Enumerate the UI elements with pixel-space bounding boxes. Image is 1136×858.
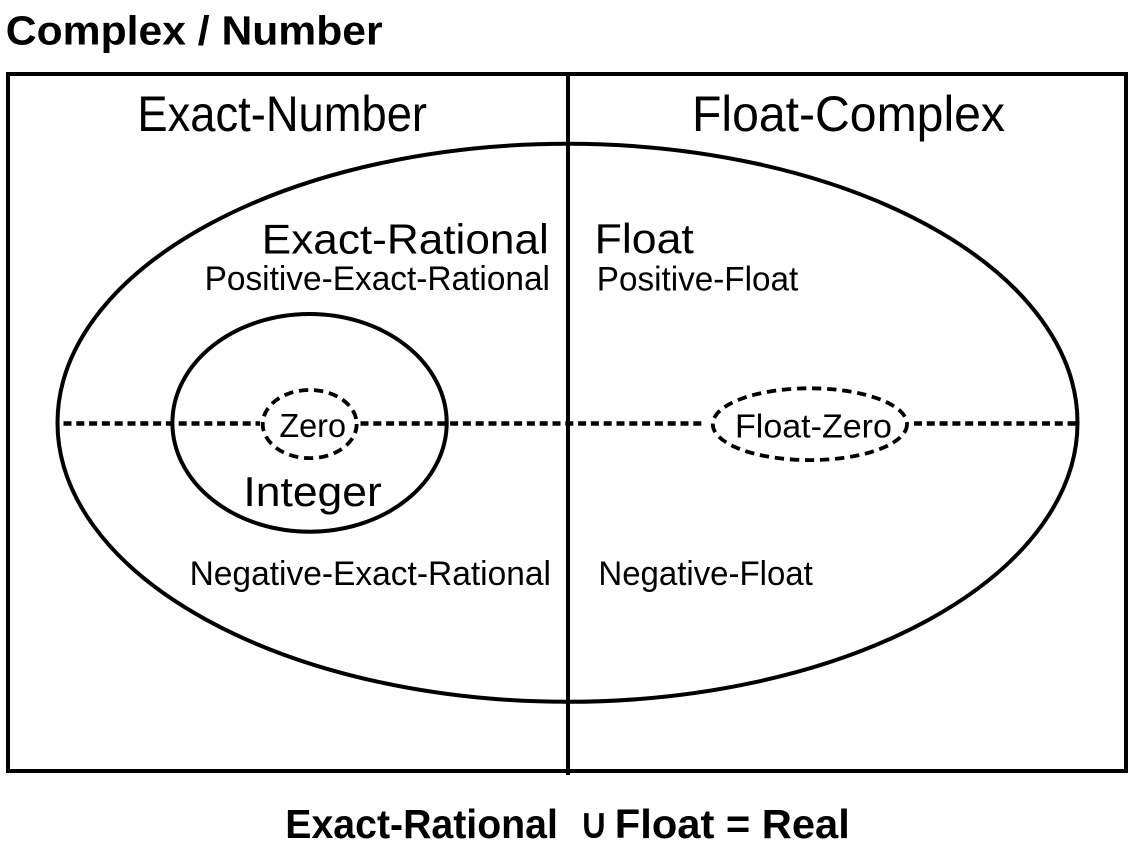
svg-text:Float-Zero: Float-Zero — [735, 407, 892, 444]
svg-text:Zero: Zero — [279, 407, 346, 444]
svg-text:Float: Float — [595, 215, 695, 262]
svg-text:Negative-Exact-Rational: Negative-Exact-Rational — [190, 555, 551, 593]
svg-text:Negative-Float: Negative-Float — [598, 555, 813, 593]
svg-text:∪: ∪ — [580, 800, 608, 846]
svg-text:Exact-Number: Exact-Number — [137, 86, 427, 142]
svg-text:Positive-Float: Positive-Float — [597, 261, 799, 299]
svg-text:Float = Real: Float = Real — [615, 801, 850, 847]
svg-text:Positive-Exact-Rational: Positive-Exact-Rational — [205, 260, 550, 298]
svg-text:Exact-Rational: Exact-Rational — [262, 215, 549, 262]
svg-text:Integer: Integer — [243, 468, 381, 515]
svg-text:Float-Complex: Float-Complex — [692, 86, 1005, 142]
svg-text:Exact-Rational: Exact-Rational — [285, 801, 558, 847]
svg-text:Complex / Number: Complex / Number — [6, 7, 383, 53]
